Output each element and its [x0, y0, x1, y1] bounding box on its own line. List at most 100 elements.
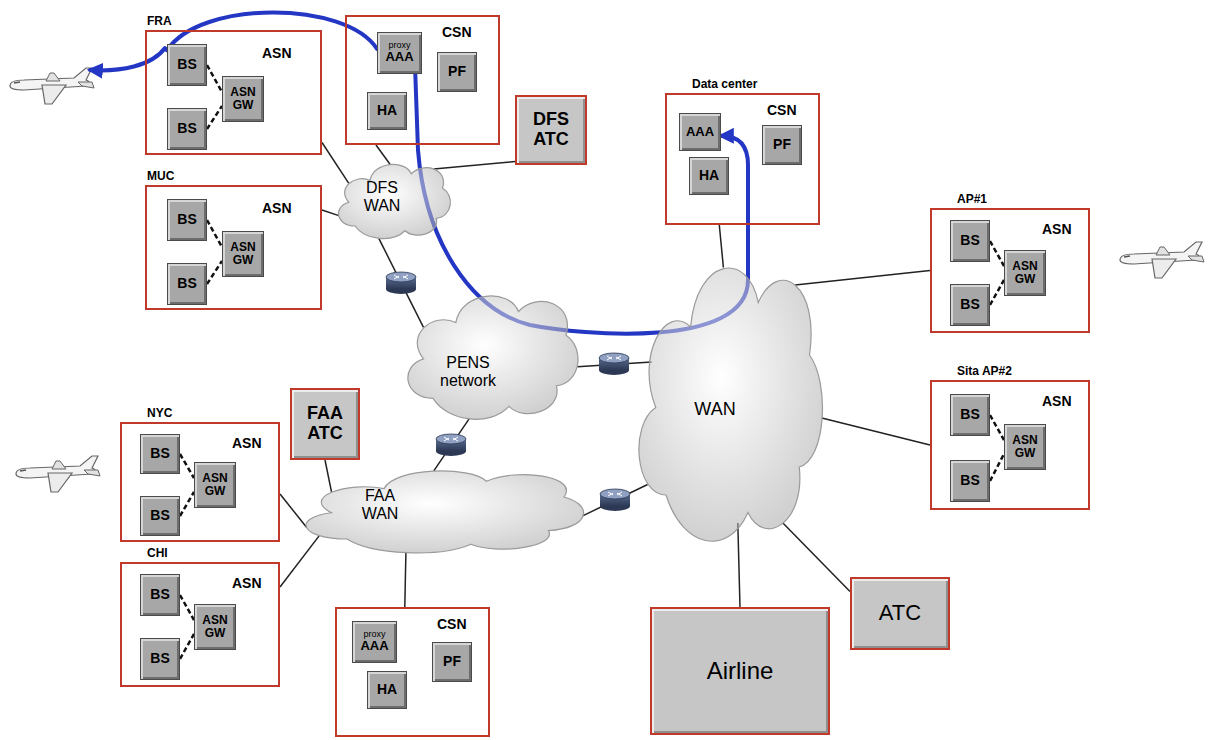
component-box: ASN GW	[194, 604, 236, 650]
link-line	[405, 553, 406, 607]
site-box: CSNproxyAAAHAPF	[335, 607, 490, 737]
site-heading: Sita AP#2	[957, 364, 1012, 378]
component-box: PF	[432, 642, 472, 682]
cloud-label: WAN	[694, 400, 735, 420]
component-box: BS	[167, 44, 207, 86]
site-heading: AP#1	[957, 192, 987, 206]
link-line	[434, 162, 515, 170]
component-box: BS	[140, 496, 180, 536]
box-label: BS	[960, 407, 979, 422]
box-label: ASN GW	[1008, 434, 1042, 459]
box-label: AAA	[360, 639, 388, 653]
link-line	[280, 536, 319, 587]
box-label: BS	[960, 473, 979, 488]
router-symbol	[386, 272, 416, 294]
link-line	[280, 494, 307, 528]
cloud-shape	[306, 471, 584, 553]
text-holder: WAN	[694, 400, 735, 420]
box-label: AAA	[686, 125, 714, 139]
box-label: HA	[377, 103, 397, 118]
cloud-outline	[625, 215, 830, 565]
link-line	[783, 523, 850, 592]
text-holder: NYC	[147, 406, 172, 420]
text-holder: MUC	[147, 169, 174, 183]
box-label: ASN GW	[198, 472, 232, 497]
text-holder: ASN	[1042, 222, 1072, 237]
network-label: CSN	[767, 103, 797, 118]
text-holder: ASN	[1042, 394, 1072, 409]
component-box: BS	[950, 284, 990, 326]
network-label: ASN	[1042, 394, 1072, 409]
dashed-link	[180, 454, 194, 478]
site-box: FRAASNBSBSASN GW	[145, 30, 322, 155]
component-box: ASN GW	[1004, 250, 1046, 296]
link-line	[322, 210, 339, 216]
box-label: BS	[177, 212, 196, 227]
text-holder: PENS network	[435, 354, 501, 389]
text-holder: FAA WAN	[347, 487, 413, 522]
system-box: ATC	[850, 577, 950, 650]
cloud-shape	[639, 268, 823, 541]
component-box: ASN GW	[222, 76, 264, 122]
system-box: Airline	[650, 607, 830, 735]
cloud-shape	[338, 164, 450, 238]
box-label: ASN GW	[226, 86, 260, 111]
network-label: ASN	[262, 201, 292, 216]
cloud-label: DFS WAN	[349, 179, 415, 214]
dashed-link	[990, 454, 1004, 481]
link-line	[583, 485, 648, 516]
cloud-label: FAA WAN	[347, 487, 413, 522]
router-symbol	[600, 489, 630, 511]
box-label: ASN GW	[1008, 260, 1042, 285]
text-holder: AP#1	[957, 192, 987, 206]
box-label: PF	[443, 654, 461, 669]
text-holder: CSN	[767, 103, 797, 118]
network-label: ASN	[1042, 222, 1072, 237]
component-box: BS	[950, 394, 990, 436]
system-box: DFS ATC	[515, 95, 587, 165]
text-holder: CSN	[442, 25, 472, 40]
network-label: ASN	[232, 576, 262, 591]
dashed-link	[207, 220, 222, 247]
box-label: BS	[150, 587, 169, 602]
text-holder: ASN	[262, 201, 292, 216]
network-cloud: DFS WAN	[330, 150, 455, 245]
link-line	[719, 225, 723, 268]
cloud-label: PENS network	[435, 354, 501, 389]
network-label: ASN	[262, 46, 292, 61]
box-label: HA	[377, 682, 397, 697]
airplane-icon	[16, 456, 100, 492]
network-label: CSN	[442, 25, 472, 40]
component-box: HA	[689, 157, 729, 195]
network-cloud: PENS network	[395, 272, 585, 430]
box-label: BS	[177, 57, 196, 72]
box-label: BS	[150, 508, 169, 523]
site-box: Sita AP#2ASNBSBSASN GW	[930, 380, 1090, 510]
box-label: BS	[177, 276, 196, 291]
site-box: MUCASNBSBSASN GW	[145, 185, 322, 310]
dashed-link	[990, 280, 1004, 305]
component-box: ASN GW	[1004, 424, 1046, 470]
component-box: proxyAAA	[352, 621, 397, 663]
text-holder: CHI	[147, 546, 168, 560]
dashed-link	[207, 261, 222, 284]
component-box: AAA	[679, 113, 721, 151]
site-box: CSNproxyAAAHAPF	[345, 15, 500, 145]
airplane-icon	[10, 68, 94, 104]
system-box: FAA ATC	[290, 388, 360, 460]
dashed-link	[180, 595, 194, 620]
box-label: Airline	[707, 658, 774, 684]
component-box: BS	[950, 220, 990, 262]
component-box: PF	[437, 52, 477, 92]
link-line	[379, 238, 424, 327]
dashed-link	[990, 415, 1004, 440]
box-label: BS	[960, 233, 979, 248]
component-box: ASN GW	[222, 231, 264, 277]
box-label: FAA ATC	[297, 404, 353, 444]
dashed-link	[990, 241, 1004, 266]
link-line	[795, 271, 930, 286]
box-label: ASN GW	[226, 241, 260, 266]
router-symbol	[599, 353, 629, 375]
dashed-link	[207, 106, 222, 129]
